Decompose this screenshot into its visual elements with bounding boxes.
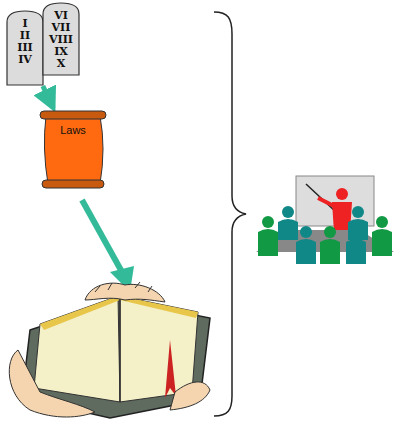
roman-numeral: IX xyxy=(42,46,80,58)
roman-numeral: II xyxy=(6,30,44,42)
classroom-icon xyxy=(256,176,394,264)
roman-numeral: X xyxy=(42,58,80,70)
flow-arrow xyxy=(43,86,53,108)
open-book xyxy=(9,282,210,418)
roman-numeral: VII xyxy=(42,22,80,34)
law-scroll: Laws xyxy=(38,108,108,192)
stone-tablet: IIIIIIIV xyxy=(6,10,44,86)
roman-numeral: VIII xyxy=(42,34,80,46)
curly-brace xyxy=(214,12,246,416)
roman-numeral: I xyxy=(6,18,44,30)
roman-numeral: IV xyxy=(6,54,44,66)
roman-numeral: VI xyxy=(42,10,80,22)
down-arrow xyxy=(82,200,134,292)
roman-numeral: III xyxy=(6,42,44,54)
stone-tablet: VIVIIVIIIIXX xyxy=(42,2,80,76)
scroll-shape xyxy=(38,108,108,192)
scroll-label: Laws xyxy=(38,124,108,137)
